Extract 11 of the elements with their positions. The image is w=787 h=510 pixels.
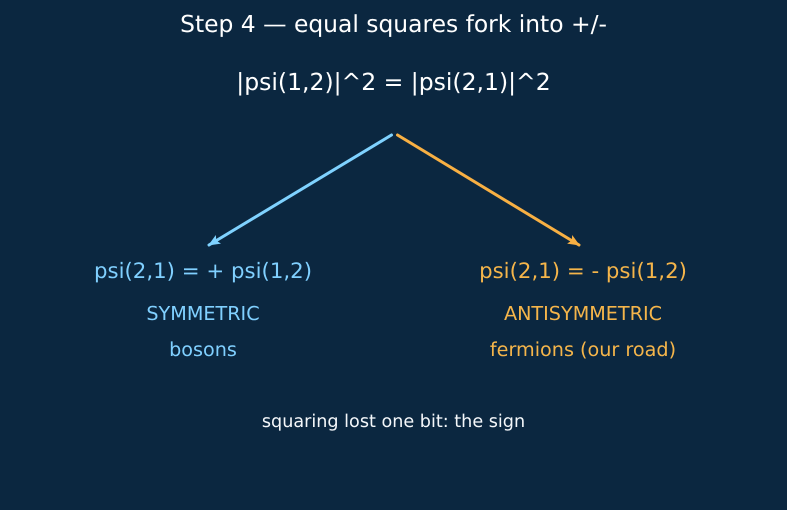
diagram-title: Step 4 — equal squares fork into +/- xyxy=(180,10,607,38)
symmetry-type-label: ANTISYMMETRIC xyxy=(504,302,662,326)
arrow xyxy=(396,134,580,246)
symmetry-type-label: SYMMETRIC xyxy=(146,302,260,326)
equation-text: psi(2,1) = + psi(1,2) xyxy=(94,259,312,285)
caption-text: squaring lost one bit: the sign xyxy=(262,412,526,434)
arrow xyxy=(208,134,393,246)
equation-text: |psi(1,2)|^2 = |psi(2,1)|^2 xyxy=(236,68,551,96)
particle-type-label: bosons xyxy=(169,338,237,362)
equation-text: psi(2,1) = - psi(1,2) xyxy=(479,259,687,285)
particle-type-label: fermions (our road) xyxy=(490,338,676,362)
